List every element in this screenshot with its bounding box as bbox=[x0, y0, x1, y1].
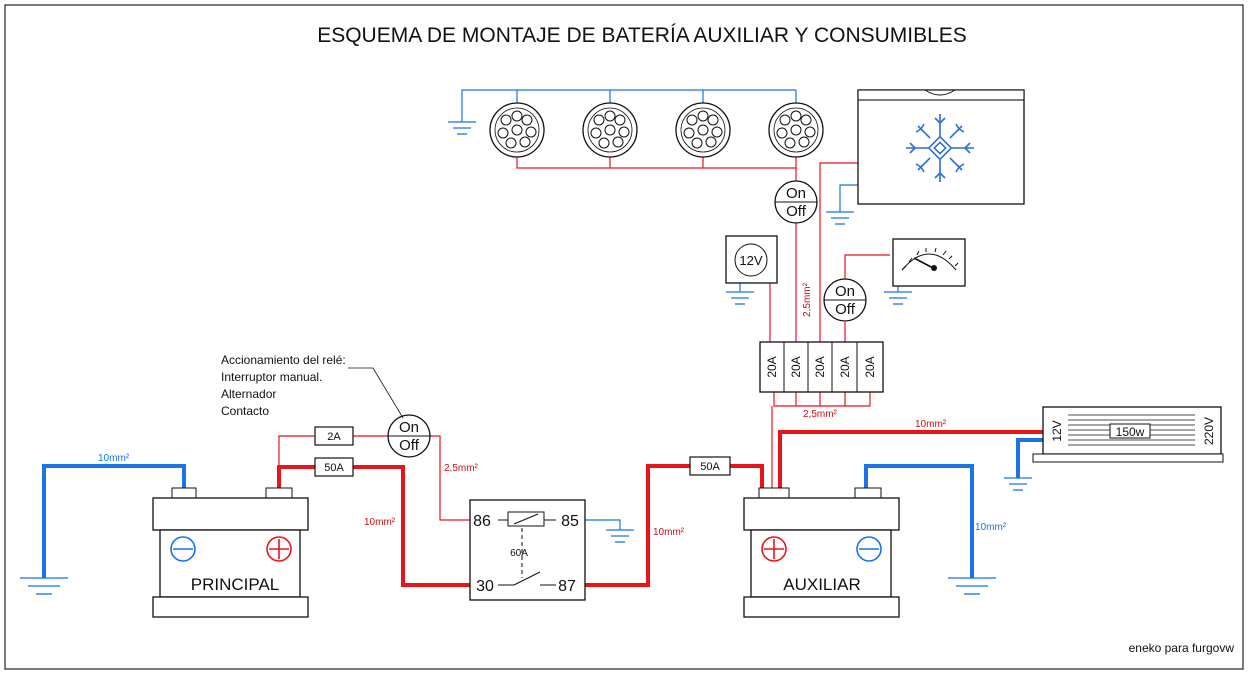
ground-symbol-gauge bbox=[884, 291, 912, 305]
page-title: ESQUEMA DE MONTAJE DE BATERÍA AUXILIAR Y… bbox=[317, 24, 967, 47]
ground-symbol-auxiliar bbox=[948, 577, 996, 595]
switch-on-label: On bbox=[399, 419, 419, 436]
switch-on-label: On bbox=[835, 283, 855, 300]
fuse-block-label: 20A bbox=[765, 356, 779, 377]
page-frame bbox=[4, 4, 1244, 670]
fuse-block-label: 20A bbox=[789, 356, 803, 377]
relay-note-line: Contacto bbox=[221, 404, 269, 418]
relay: 86 85 30 87 60A bbox=[469, 499, 586, 601]
wire-labels: 10mm² 10mm² 10mm² 10mm² 10mm² 2,5mm² 2,5… bbox=[98, 282, 1007, 538]
gauge-meter bbox=[892, 238, 966, 287]
fuse-label: 50A bbox=[700, 461, 720, 473]
wire-label: 10mm² bbox=[653, 527, 685, 538]
wire-label: 10mm² bbox=[915, 419, 947, 430]
minus-icon bbox=[170, 536, 196, 562]
relay-note-line: Accionamiento del relé: bbox=[221, 353, 346, 367]
ground-symbols bbox=[20, 121, 1032, 595]
ceiling-lights bbox=[489, 102, 824, 158]
wire-label: 10mm² bbox=[975, 522, 1007, 533]
ground-symbol-relay bbox=[606, 529, 634, 543]
switch-on-label: On bbox=[786, 185, 806, 202]
switch-gauge: On Off bbox=[823, 278, 867, 322]
light-fixture bbox=[489, 102, 545, 158]
inverter-power: 150w bbox=[1116, 425, 1145, 439]
switch-off-label: Off bbox=[786, 203, 807, 220]
battery-label-auxiliar: AUXILIAR bbox=[783, 575, 860, 594]
relay-terminal-86: 86 bbox=[473, 513, 491, 530]
wire-label: 2,5mm² bbox=[802, 282, 813, 317]
ground-symbol-inverter bbox=[1004, 477, 1032, 491]
switch-relay: On Off bbox=[387, 414, 431, 458]
inverter-output: 220V bbox=[1202, 417, 1216, 445]
fuse-label: 50A bbox=[324, 462, 344, 474]
battery-principal: PRINCIPAL bbox=[152, 487, 309, 618]
relay-note-line: Alternador bbox=[221, 387, 276, 401]
relay-rating: 60A bbox=[510, 548, 528, 559]
relay-terminal-87: 87 bbox=[558, 578, 576, 595]
relay-note-leader bbox=[348, 367, 404, 419]
plus-icon bbox=[761, 536, 787, 562]
voltmeter-label: 12V bbox=[739, 253, 762, 268]
ground-symbol-fridge bbox=[826, 211, 854, 225]
fuse-block-label: 20A bbox=[813, 356, 827, 377]
minus-icon bbox=[856, 536, 882, 562]
credit-text: eneko para furgovw bbox=[1129, 641, 1235, 655]
inverter: 150w 12V 220V bbox=[1032, 406, 1224, 463]
ground-symbol-lights bbox=[448, 121, 476, 135]
fuse-block: 20A 20A 20A 20A 20A bbox=[759, 341, 884, 393]
negative-wires bbox=[42, 89, 1043, 578]
relay-note: Accionamiento del relé: Interruptor manu… bbox=[221, 353, 404, 419]
relay-terminal-85: 85 bbox=[561, 513, 579, 530]
fuse-label: 2A bbox=[327, 431, 341, 443]
fuse-50a-auxiliar: 50A bbox=[689, 456, 731, 476]
voltmeter: 12V bbox=[725, 235, 778, 284]
relay-terminal-30: 30 bbox=[476, 578, 494, 595]
ground-symbol-voltmeter bbox=[726, 291, 754, 305]
inverter-input: 12V bbox=[1050, 420, 1064, 441]
fuse-block-label: 20A bbox=[838, 356, 852, 377]
plus-icon bbox=[266, 536, 292, 562]
wire-label: 10mm² bbox=[98, 453, 130, 464]
switch-off-label: Off bbox=[399, 437, 420, 454]
relay-note-line: Interruptor manual. bbox=[221, 370, 322, 384]
fuse-50a-principal: 50A bbox=[314, 457, 354, 477]
thin-positive-wires bbox=[278, 155, 890, 521]
fuse-2a: 2A bbox=[314, 426, 354, 446]
wire-label: 2,5mm² bbox=[444, 463, 479, 474]
light-fixture bbox=[768, 102, 824, 158]
ground-symbol-principal bbox=[20, 577, 68, 595]
fridge bbox=[857, 89, 1025, 205]
thick-positive-wires bbox=[277, 430, 1043, 587]
wire-label: 10mm² bbox=[364, 517, 396, 528]
battery-auxiliar: AUXILIAR bbox=[743, 487, 900, 618]
light-fixture bbox=[675, 102, 731, 158]
battery-label-principal: PRINCIPAL bbox=[191, 575, 280, 594]
fuse-block-label: 20A bbox=[863, 356, 877, 377]
light-fixture bbox=[582, 102, 638, 158]
switch-off-label: Off bbox=[835, 301, 856, 318]
switch-lights: On Off bbox=[774, 180, 818, 224]
snowflake-icon bbox=[906, 114, 974, 182]
wire-label: 2,5mm² bbox=[803, 409, 838, 420]
